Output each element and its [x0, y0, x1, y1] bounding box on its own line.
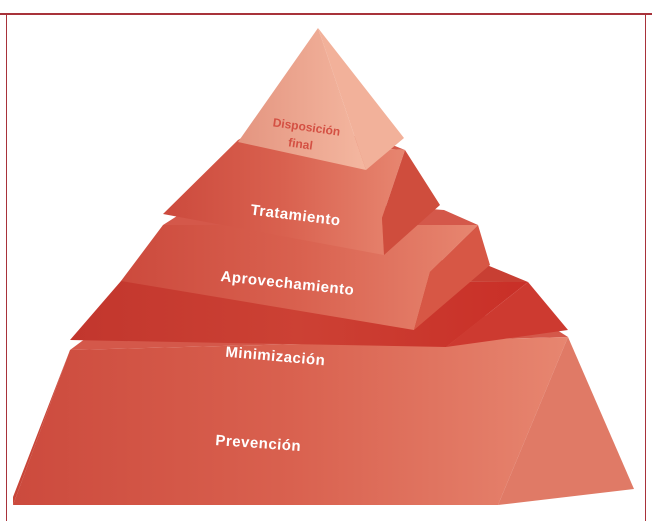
tier-prevencion-right-side — [498, 337, 634, 505]
tier-aprovechamiento-right-side — [414, 225, 490, 330]
tier-disposicion-final — [238, 28, 404, 170]
tier-prevencion-front — [13, 337, 568, 505]
frame-left-border — [6, 13, 7, 521]
tier-aprovechamiento-front — [121, 225, 478, 330]
tier-tratamiento-front — [163, 140, 405, 255]
frame-right-border — [645, 13, 646, 521]
tier-prevencion-left-side — [13, 350, 70, 505]
frame-top-border — [0, 13, 652, 15]
label-disposicion-line2: final — [287, 135, 313, 152]
apex-right-side — [318, 28, 404, 170]
apex-front — [238, 28, 366, 170]
tier-minimizacion-right-side — [446, 282, 568, 347]
label-prevencion: Prevención — [215, 432, 302, 455]
tier-tratamiento-right-side — [382, 150, 440, 255]
